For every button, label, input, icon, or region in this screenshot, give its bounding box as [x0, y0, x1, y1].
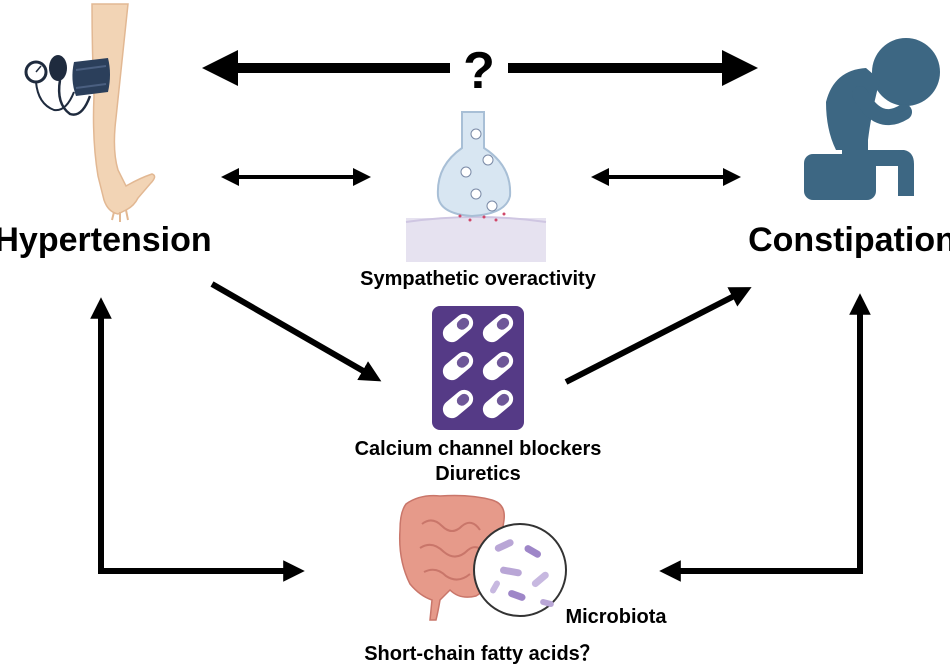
arm-blood-pressure-cuff-icon: [24, 3, 156, 222]
drugs-to-constipation-arrow: [564, 287, 752, 385]
pill-capsule-2: [482, 313, 514, 343]
sympathetic-overactivity-label: Sympathetic overactivity: [360, 268, 597, 290]
diuretics-label: Diuretics: [435, 463, 521, 485]
pill-capsule-6: [482, 389, 514, 419]
pill-capsule-1: [442, 313, 474, 343]
question-mark: ?: [463, 42, 495, 100]
pill-blister-pack-icon: [432, 306, 524, 430]
pill-capsule-4: [482, 351, 514, 381]
pill-capsule-3: [442, 351, 474, 381]
pill-capsule-5: [442, 389, 474, 419]
short-chain-fatty-acids-label: Short-chain fatty acids？: [364, 643, 600, 665]
hypertension-label: Hypertension: [0, 221, 212, 259]
microbiota-magnifier-icon: [473, 523, 567, 617]
distressed-person-icon: [804, 38, 940, 200]
hypertension-to-drugs-arrow: [210, 281, 382, 382]
constipation-label: Constipation: [748, 221, 950, 259]
calcium-channel-blockers-label: Calcium channel blockers: [355, 438, 602, 460]
connector-arrows: [90, 50, 871, 582]
pill-grid: [442, 313, 514, 419]
synapse-icon: [405, 111, 547, 262]
microbiota-label: Microbiota: [565, 606, 667, 628]
